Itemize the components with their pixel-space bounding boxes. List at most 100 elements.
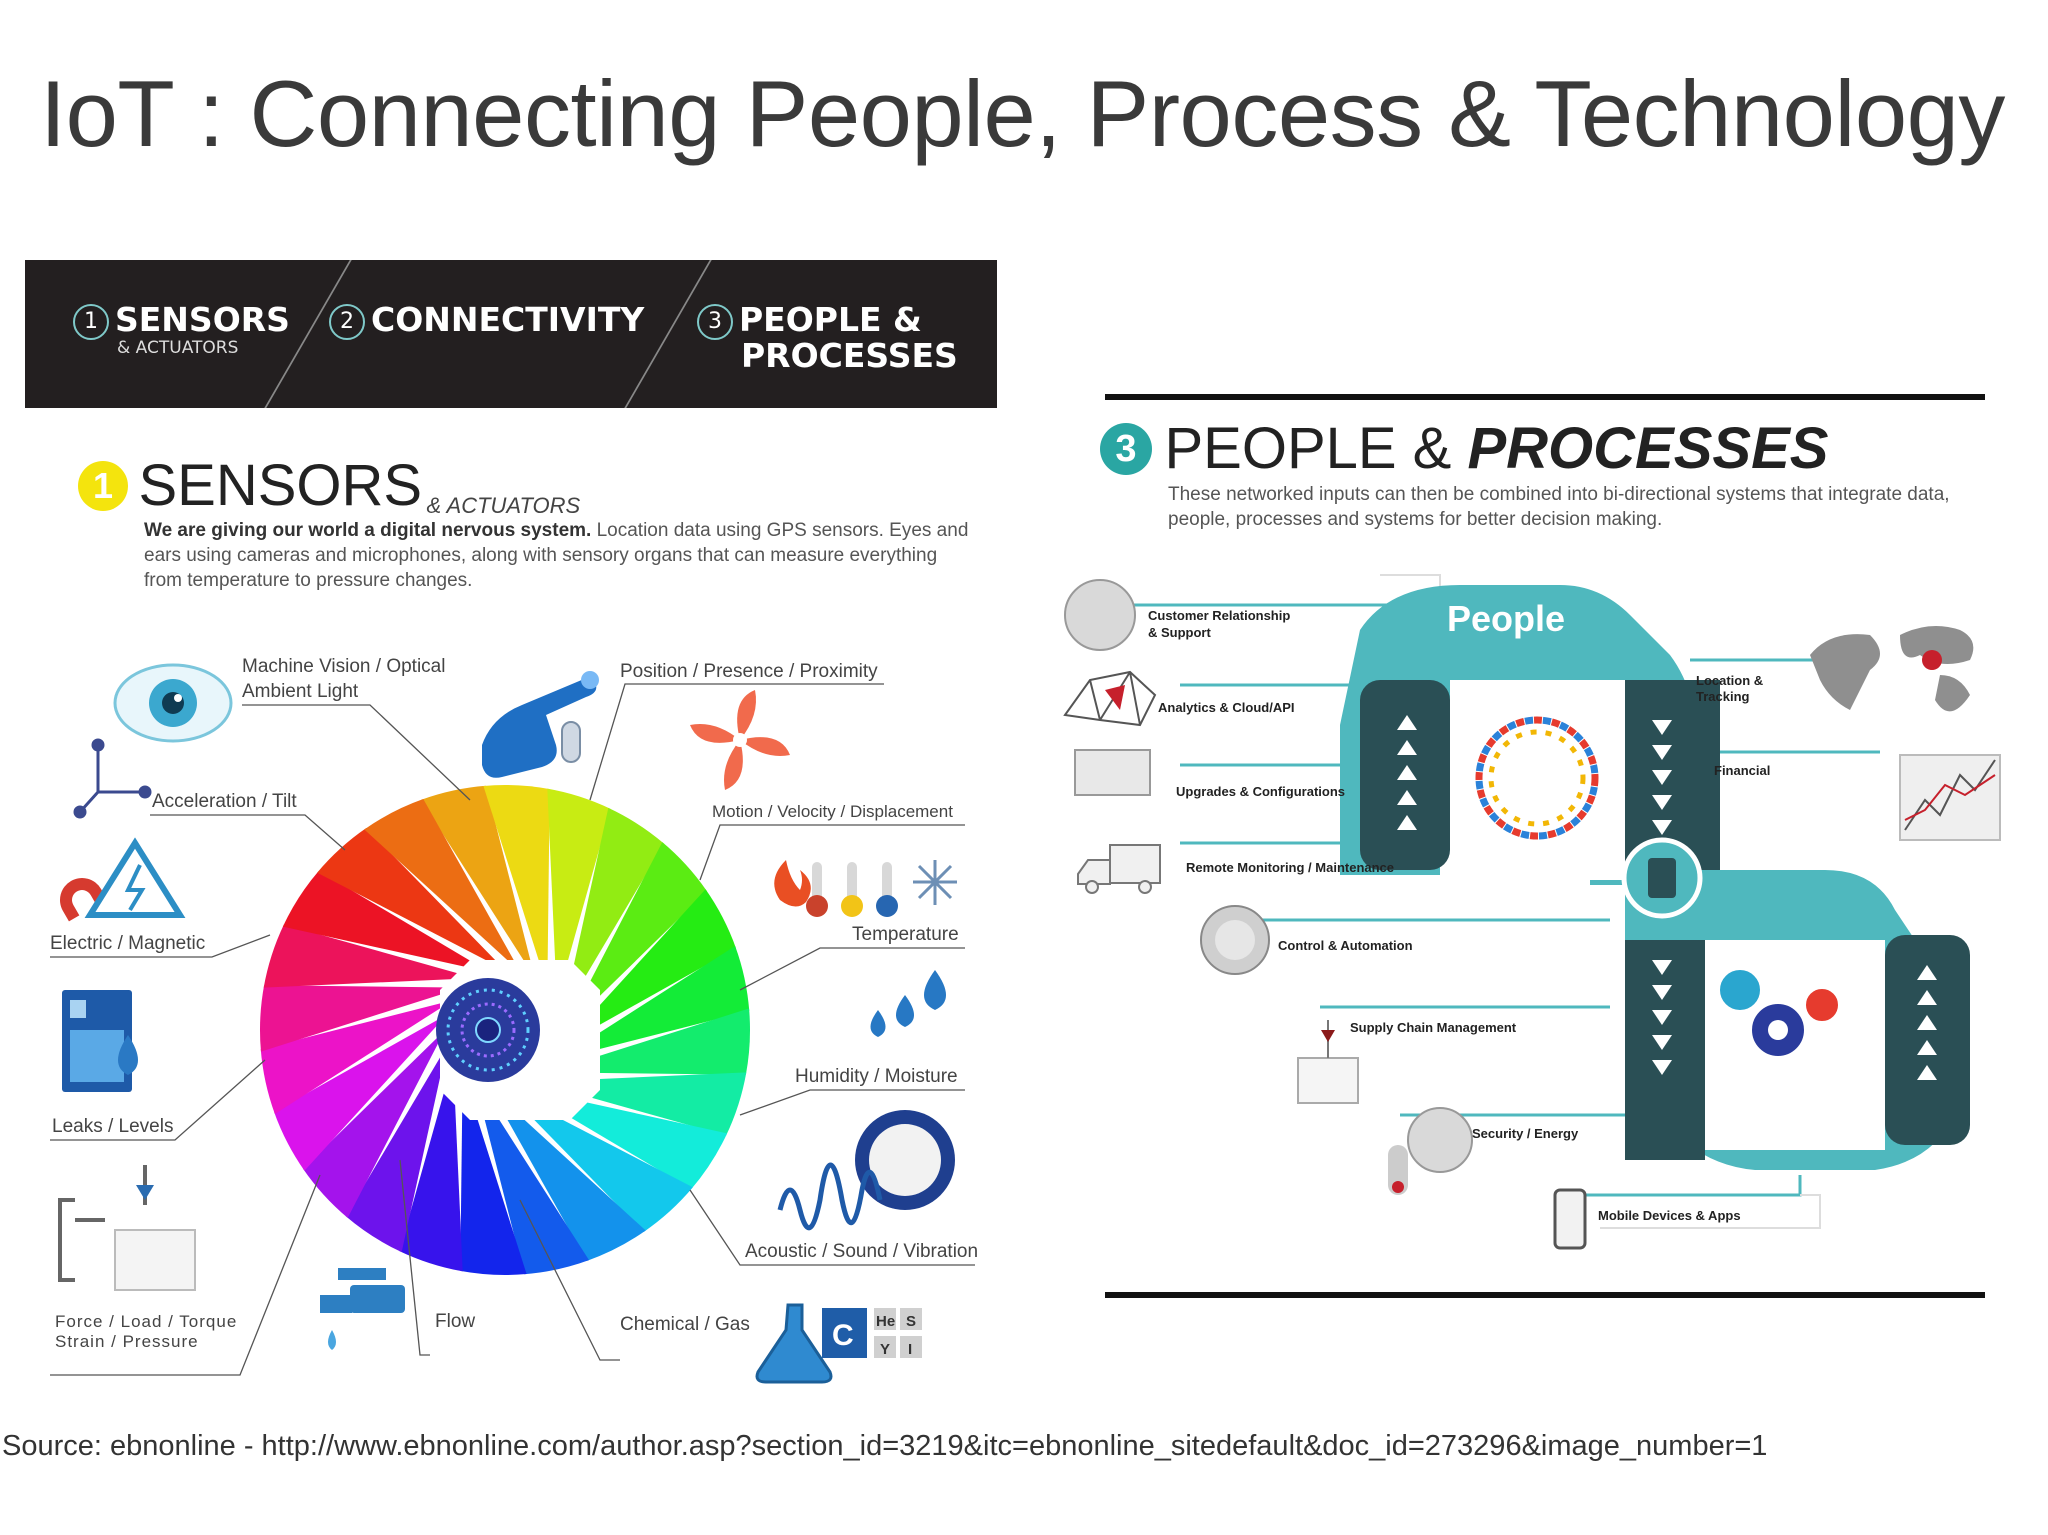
- banner-step-number: 1: [73, 304, 109, 340]
- banner-step-number: 2: [329, 304, 365, 340]
- wheel-segment: [460, 1072, 527, 1275]
- wheel-segment: [303, 1030, 446, 1218]
- wheel-segment: [345, 1045, 448, 1253]
- banner-step-sub: PROCESSES: [741, 336, 958, 375]
- sensors-subtitle: & ACTUATORS: [426, 493, 581, 518]
- wheel-segment: [564, 842, 707, 1030]
- wheel-segment: [562, 889, 736, 1046]
- label-motion: Motion / Velocity / Displacement: [712, 802, 953, 821]
- label-acoustic: Acoustic / Sound / Vibration: [745, 1241, 979, 1262]
- label-leaks: Leaks / Levels: [52, 1116, 174, 1137]
- banner-step-sub: & ACTUATORS: [117, 338, 239, 358]
- truck-icon: [1077, 844, 1161, 894]
- label-force: Force / Load / Torque: [55, 1312, 238, 1331]
- wheel-segment: [260, 1000, 453, 1115]
- sensors-description: We are giving our world a digital nervou…: [144, 518, 974, 593]
- wheel-segment: [364, 799, 521, 973]
- pp-label-security: Security / Energy: [1472, 1126, 1579, 1141]
- element-tile-label: C: [832, 1319, 854, 1352]
- label-humidity: Humidity / Moisture: [795, 1066, 958, 1087]
- wheel-segment: [483, 785, 550, 988]
- fan-icon: [690, 690, 790, 790]
- pointer-hand-icon: [482, 671, 599, 778]
- cloud-network-icon: [1063, 670, 1157, 727]
- top-rule: [1105, 394, 1985, 400]
- sensor-wheel-diagram: C He S Y I: [50, 663, 975, 1384]
- clamp-icon: [58, 1165, 196, 1291]
- wheel-segment: [399, 1060, 463, 1272]
- label-ambient-light: Ambient Light: [242, 681, 359, 702]
- sensors-number-badge: 1: [78, 460, 128, 511]
- world-map-icon: [1810, 626, 1974, 712]
- sensors-description-body: Location data using GPS sensors. Eyes an…: [144, 520, 969, 591]
- pp-label-remote: Remote Monitoring / Maintenance: [1186, 860, 1395, 875]
- stock-chart-icon: [1899, 754, 2001, 841]
- people-band-label: People: [1447, 598, 1566, 639]
- label-temperature: Temperature: [852, 924, 959, 945]
- label-strain: Strain / Pressure: [55, 1332, 199, 1351]
- pp-label-upgrades: Upgrades & Configurations: [1176, 784, 1346, 799]
- wheel-segment: [547, 788, 611, 1000]
- droplets-icon: [870, 970, 946, 1037]
- sensors-title: SENSORS: [138, 453, 423, 518]
- pp-label-location: Location &: [1696, 673, 1764, 688]
- people-processes-heading: 3 PEOPLE & PROCESSES: [1100, 415, 1828, 482]
- element-tile-label: Y: [880, 1341, 890, 1358]
- wheel-segment: [274, 1014, 448, 1171]
- label-acceleration: Acceleration / Tilt: [152, 791, 297, 812]
- people-ring-icon: [1475, 716, 1599, 840]
- bottom-rule: [1105, 1292, 1985, 1298]
- wheel-segment: [317, 828, 505, 971]
- sound-wave-icon: [777, 1110, 955, 1231]
- banner-step-label: PEOPLE &: [739, 300, 922, 339]
- source-citation: Source: ebnonline - http://www.ebnonline…: [2, 1430, 1768, 1462]
- sensors-description-lead: We are giving our world a digital nervou…: [144, 520, 592, 541]
- wheel-segment: [282, 870, 490, 973]
- sensors-heading: 1 SENSORS & ACTUATORS: [78, 452, 580, 519]
- element-tile-label: S: [906, 1313, 916, 1330]
- axes-icon: [73, 738, 152, 819]
- label-flow: Flow: [435, 1311, 476, 1332]
- label-machine-vision: Machine Vision / Optical: [242, 656, 446, 677]
- wheel-segment: [420, 785, 535, 978]
- pp-number-badge: 3: [1100, 422, 1152, 475]
- wheel-segment: [260, 985, 463, 1052]
- key-lock-icon: [1388, 1107, 1473, 1195]
- pp-label-crm-2: & Support: [1148, 625, 1211, 640]
- tank-icon: [62, 990, 138, 1092]
- banner-step-number: 3: [697, 304, 733, 340]
- faucet-icon: [320, 1268, 405, 1350]
- pp-title-plain: PEOPLE &: [1164, 416, 1468, 481]
- eye-icon: [113, 663, 233, 743]
- wheel-segment: [263, 924, 475, 988]
- crm-icon: [1064, 579, 1136, 651]
- pp-label-location-2: Tracking: [1696, 689, 1750, 704]
- element-tile-label: I: [908, 1341, 912, 1358]
- pp-description: These networked inputs can then be combi…: [1168, 484, 1950, 530]
- flask-icon: [755, 1303, 922, 1384]
- slide-title: IoT : Connecting People, Process & Techn…: [40, 61, 2005, 166]
- processes-band-label: Processes: [1722, 1120, 1849, 1150]
- pp-label-crm: Customer Relationship: [1148, 608, 1291, 623]
- toolbox-icon: [1074, 749, 1151, 796]
- label-chemical: Chemical / Gas: [620, 1314, 750, 1335]
- pp-label-analytics: Analytics & Cloud/API: [1158, 700, 1295, 715]
- thermometer-icon: [774, 860, 957, 917]
- label-electric: Electric / Magnetic: [50, 933, 206, 954]
- mobile-phone-icon: [1553, 1188, 1587, 1250]
- banner-step-label: SENSORS: [115, 300, 290, 339]
- element-tile-label: He: [876, 1313, 895, 1330]
- banner-step-label: CONNECTIVITY: [371, 300, 645, 339]
- pp-title: PEOPLE & PROCESSES: [1164, 416, 1828, 481]
- pp-label-financial: Financial: [1714, 763, 1771, 778]
- magnet-icon: [60, 837, 186, 922]
- wheel-segment: [562, 807, 665, 1015]
- people-processes-diagram: [1063, 574, 2001, 1250]
- wheel-segment: [489, 1087, 646, 1261]
- pp-label-supply: Supply Chain Management: [1350, 1020, 1517, 1035]
- pp-label-control: Control & Automation: [1278, 938, 1413, 953]
